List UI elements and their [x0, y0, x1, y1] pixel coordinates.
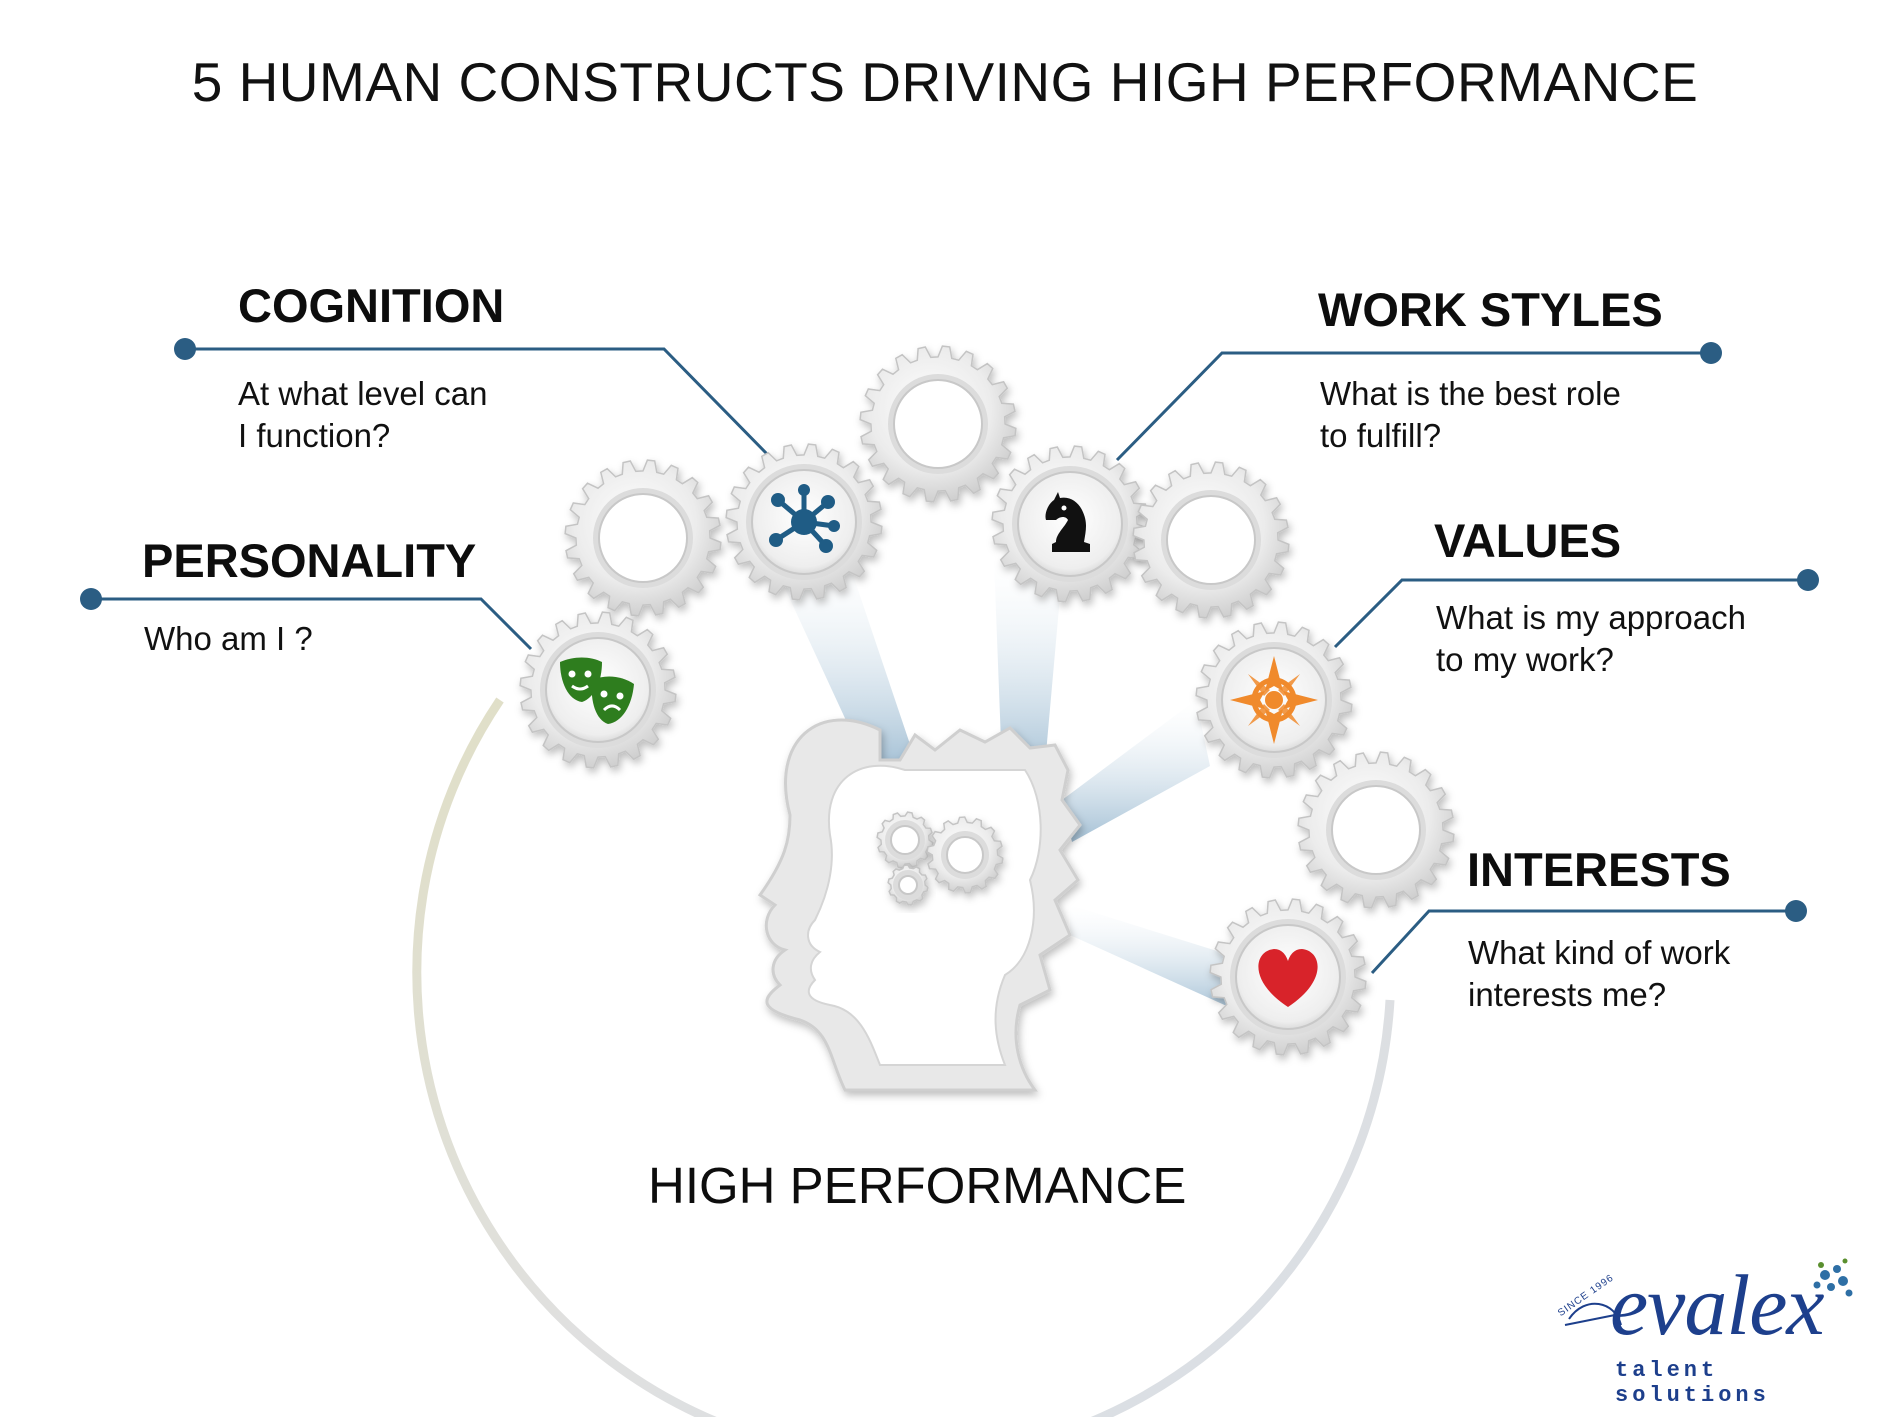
values-title: VALUES: [1434, 514, 1622, 567]
gear-plain-top: [859, 345, 1017, 503]
chess-knight-icon: [1045, 492, 1090, 552]
connector-personality: [91, 597, 533, 651]
logo-dots: [1564, 1258, 1853, 1326]
interests-question: What kind of work interests me?: [1468, 934, 1731, 1013]
connector-values: [1333, 578, 1808, 649]
connector-interests: [1370, 909, 1796, 975]
values-question: What is my approach to my work?: [1436, 599, 1746, 678]
heart-icon: [1258, 949, 1318, 1007]
head-gear-small-1: [876, 811, 934, 869]
beam-cognition: [782, 560, 918, 768]
beam-work-styles: [994, 560, 1062, 776]
beam-values: [1062, 700, 1210, 842]
beam-interests: [1070, 905, 1246, 1012]
head-small-gears: [876, 811, 1004, 906]
dot-personality: [80, 588, 102, 610]
connector-work-styles: [1115, 351, 1711, 462]
interests-title: INTERESTS: [1467, 843, 1731, 896]
work-styles-title: WORK STYLES: [1318, 283, 1663, 336]
network-icon: [769, 484, 840, 553]
personality-question: Who am I ?: [144, 620, 313, 657]
theater-masks-icon: [560, 657, 634, 724]
logo-wordmark: evalex: [1610, 1257, 1825, 1353]
evalex-logo: [1555, 1255, 1865, 1395]
personality-title: PERSONALITY: [142, 534, 477, 587]
connector-lines: [91, 347, 1808, 975]
head-gear-small-2: [926, 816, 1004, 894]
dot-cognition: [174, 338, 196, 360]
dot-work-styles: [1700, 342, 1722, 364]
head-gear-small-3: [887, 864, 929, 906]
work-styles-question: What is the best role to fulfill?: [1320, 375, 1621, 454]
page-title: 5 HUMAN CONSTRUCTS DRIVING HIGH PERFORMA…: [191, 51, 1699, 113]
connector-cognition: [185, 347, 770, 457]
logo-tagline: talent solutions: [1615, 1358, 1770, 1408]
dot-values: [1797, 569, 1819, 591]
dot-interests: [1785, 900, 1807, 922]
head-with-gears-icon: [757, 718, 1082, 1092]
gear-plain-2: [1132, 461, 1290, 619]
gear-plain-1: [564, 459, 722, 617]
cognition-question: At what level can I function?: [238, 375, 488, 454]
performance-arc: [412, 697, 1395, 1417]
connector-dots: [80, 338, 1819, 922]
compass-icon: [1230, 656, 1318, 744]
cognition-title: COGNITION: [238, 279, 505, 332]
center-label: HIGH PERFORMANCE: [648, 1157, 1187, 1214]
gear-plain-3: [1297, 751, 1455, 909]
